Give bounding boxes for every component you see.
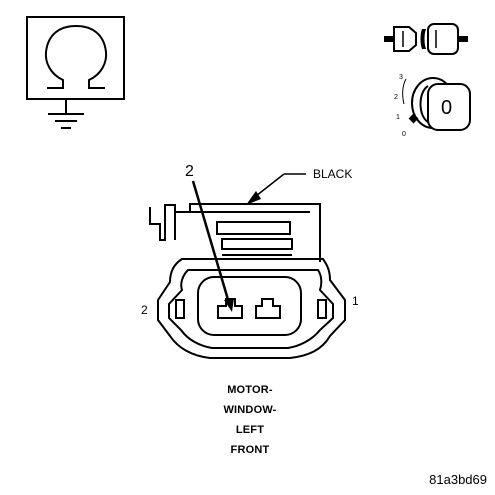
terminal-cavity-2 — [217, 298, 243, 319]
key-position-0: 0 — [402, 131, 406, 138]
caption-line-3: LEFT — [235, 424, 265, 436]
key-head-label: 0 — [441, 97, 452, 119]
figure-code: 81a3bd69 — [429, 472, 487, 487]
cavity-label-right: 1 — [352, 294, 359, 308]
caption-line-1: MOTOR- — [227, 384, 273, 396]
terminal-cavity-1 — [255, 298, 281, 319]
wire-color-label: BLACK — [313, 167, 352, 181]
key-position-2: 2 — [394, 94, 398, 101]
caption-line-4: FRONT — [230, 444, 270, 456]
key-position-1: 1 — [396, 114, 400, 121]
plug-unplugged-icon — [384, 23, 468, 55]
cavity-label-left: 2 — [141, 303, 148, 317]
cavity-callout-number: 2 — [185, 163, 194, 180]
caption-line-2: WINDOW- — [223, 404, 277, 416]
key-position-labels: 3 2 1 0 — [394, 74, 406, 138]
cavity-callout: 2 — [185, 163, 234, 312]
key-position-3: 3 — [399, 74, 403, 81]
ignition-key-icon: 3 2 1 0 0 — [394, 74, 471, 138]
ground-omega-icon — [26, 16, 125, 129]
color-callout: BLACK — [246, 167, 352, 205]
connector-body — [149, 203, 346, 359]
